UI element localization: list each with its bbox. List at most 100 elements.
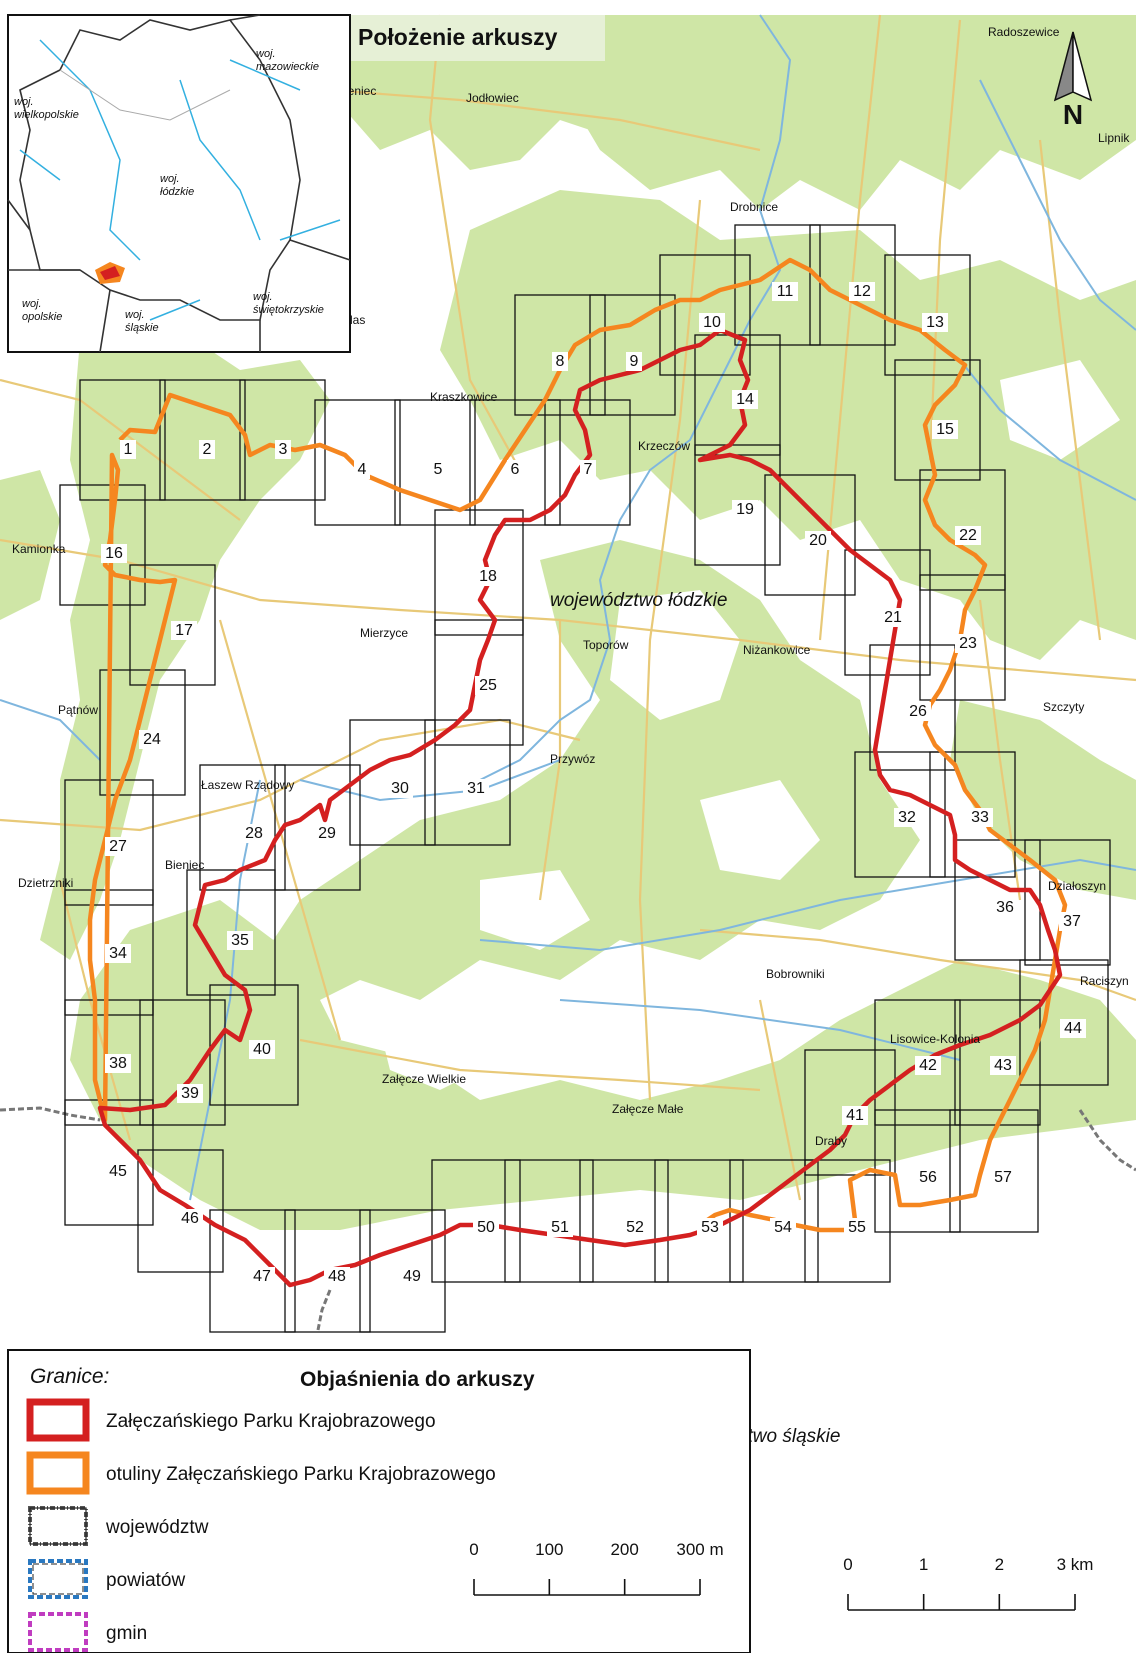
sheet-number-bg <box>139 730 165 749</box>
sheet-number-bg <box>699 313 725 332</box>
legend-item: gmin <box>28 1612 147 1652</box>
sheet-number: 43 <box>994 1057 1012 1074</box>
sheet-number: 9 <box>630 353 639 370</box>
region-label-lodzkie: województwo łódzkie <box>550 590 727 611</box>
town-label: Bieniec <box>165 858 204 872</box>
legend-label: województw <box>105 1517 209 1538</box>
sheet-number-bg <box>844 1218 870 1237</box>
sheet-number-bg <box>732 500 758 519</box>
sheet-number: 17 <box>175 622 193 639</box>
sheet-number-bg <box>177 1209 203 1228</box>
legend-heading: Granice: <box>30 1365 109 1388</box>
town-label: Jodłowiec <box>466 91 519 105</box>
sheet-number: 48 <box>328 1268 346 1285</box>
scalebar-tick-label: 3 km <box>1057 1555 1094 1574</box>
sheet-number-bg <box>463 779 489 798</box>
town-label: Kamionka <box>12 542 66 556</box>
sheet-number-bg <box>922 313 948 332</box>
legend-swatch-icon <box>26 1398 90 1442</box>
town-label: Niżankowice <box>743 643 811 657</box>
town-label: Krzeczów <box>638 439 690 453</box>
sheet-number-bg <box>105 1054 131 1073</box>
sheet-number-bg <box>697 1218 723 1237</box>
sheet-number: 42 <box>919 1057 937 1074</box>
sheet-number: 30 <box>391 780 409 797</box>
sheet-number-bg <box>732 390 758 409</box>
sheet-number: 29 <box>318 825 336 842</box>
sheet-number-bg <box>275 440 291 459</box>
legend-swatch-icon <box>26 1451 90 1495</box>
sheet-number: 40 <box>253 1041 271 1058</box>
sheet-number: 2 <box>203 441 212 458</box>
sheet-number-bg <box>842 1106 868 1125</box>
sheet-number: 1 <box>124 441 133 458</box>
sheet-grid <box>59 224 1111 1333</box>
sheet-number: 51 <box>551 1219 569 1236</box>
sheet-number-bg <box>932 420 958 439</box>
sheet-number-bg <box>105 837 131 856</box>
sheet-number: 47 <box>253 1268 271 1285</box>
town-label: Drobnice <box>730 200 778 214</box>
sheet-number-bg <box>507 460 523 479</box>
sheet-number: 44 <box>1064 1020 1082 1037</box>
town-label: Toporów <box>583 638 629 652</box>
sheet-number: 31 <box>467 780 485 797</box>
sheet-number-bg <box>241 824 267 843</box>
sheet-number-bg <box>990 1056 1016 1075</box>
sheet-number-bg <box>249 1267 275 1286</box>
town-label: Pątnów <box>58 703 98 717</box>
town-label: Załęcze Małe <box>612 1102 684 1116</box>
sheet-number: 33 <box>971 809 989 826</box>
sheet-number: 55 <box>848 1219 866 1236</box>
forest-areas <box>0 15 1136 1230</box>
sheet-number-bg <box>990 1168 1016 1187</box>
town-label: Działoszyn <box>1048 879 1106 893</box>
buffer-boundary <box>87 257 1068 1233</box>
sheet-number-bg <box>772 282 798 301</box>
sheet-number-bg <box>849 282 875 301</box>
sheet-number: 52 <box>626 1219 644 1236</box>
inset-label-opolskie: woj.opolskie <box>22 298 62 323</box>
sheet-number-bg <box>324 1267 350 1286</box>
open-areas <box>380 360 1120 1090</box>
town-label: las <box>350 313 365 327</box>
inset-label-swietokrzyskie: woj.świętokrzyskie <box>253 291 324 316</box>
sheet-number-bg <box>622 1218 648 1237</box>
legend-item: województw <box>28 1506 209 1546</box>
scalebar-tick-label: 1 <box>919 1555 928 1574</box>
sheet-number-bg <box>120 440 136 459</box>
sheet-number: 37 <box>1063 913 1081 930</box>
sheet-number: 3 <box>279 441 288 458</box>
sheet-number: 11 <box>777 283 794 300</box>
sheet-number: 18 <box>479 568 497 585</box>
north-arrow-label: N <box>1063 99 1083 130</box>
sheet-number: 45 <box>109 1163 127 1180</box>
scalebar-tick-label: 100 <box>535 1540 563 1559</box>
town-label: Raciszyn <box>1080 974 1129 988</box>
sheet-number-bg <box>1060 1019 1086 1038</box>
legend-title: Objaśnienia do arkuszy <box>300 1368 535 1391</box>
sheet-number: 27 <box>109 838 127 855</box>
scalebar-tick-label: 300 m <box>676 1540 723 1559</box>
sheet-number-bg <box>880 608 906 627</box>
town-label: Mierzyce <box>360 626 408 640</box>
sheet-number: 6 <box>511 461 520 478</box>
sheet-number: 12 <box>853 283 871 300</box>
sheet-number: 50 <box>477 1219 495 1236</box>
sheet-number: 19 <box>736 501 754 518</box>
sheet-number: 10 <box>703 314 721 331</box>
sheet-number: 16 <box>105 545 123 562</box>
region-label-slaskie: ztwo śląskie <box>737 1426 840 1447</box>
sheet-number: 7 <box>584 461 593 478</box>
sheet-number-bg <box>770 1218 796 1237</box>
legend-label: otuliny Załęczańskiego Parku Krajobrazow… <box>106 1464 496 1485</box>
sheet-number-bg <box>552 352 568 371</box>
town-label: Szczyty <box>1043 700 1084 714</box>
scalebar-tick-label: 0 <box>843 1555 852 1574</box>
legend-label: powiatów <box>106 1570 185 1591</box>
sheet-number-bg <box>105 1162 131 1181</box>
sheet-number-bg <box>894 808 920 827</box>
